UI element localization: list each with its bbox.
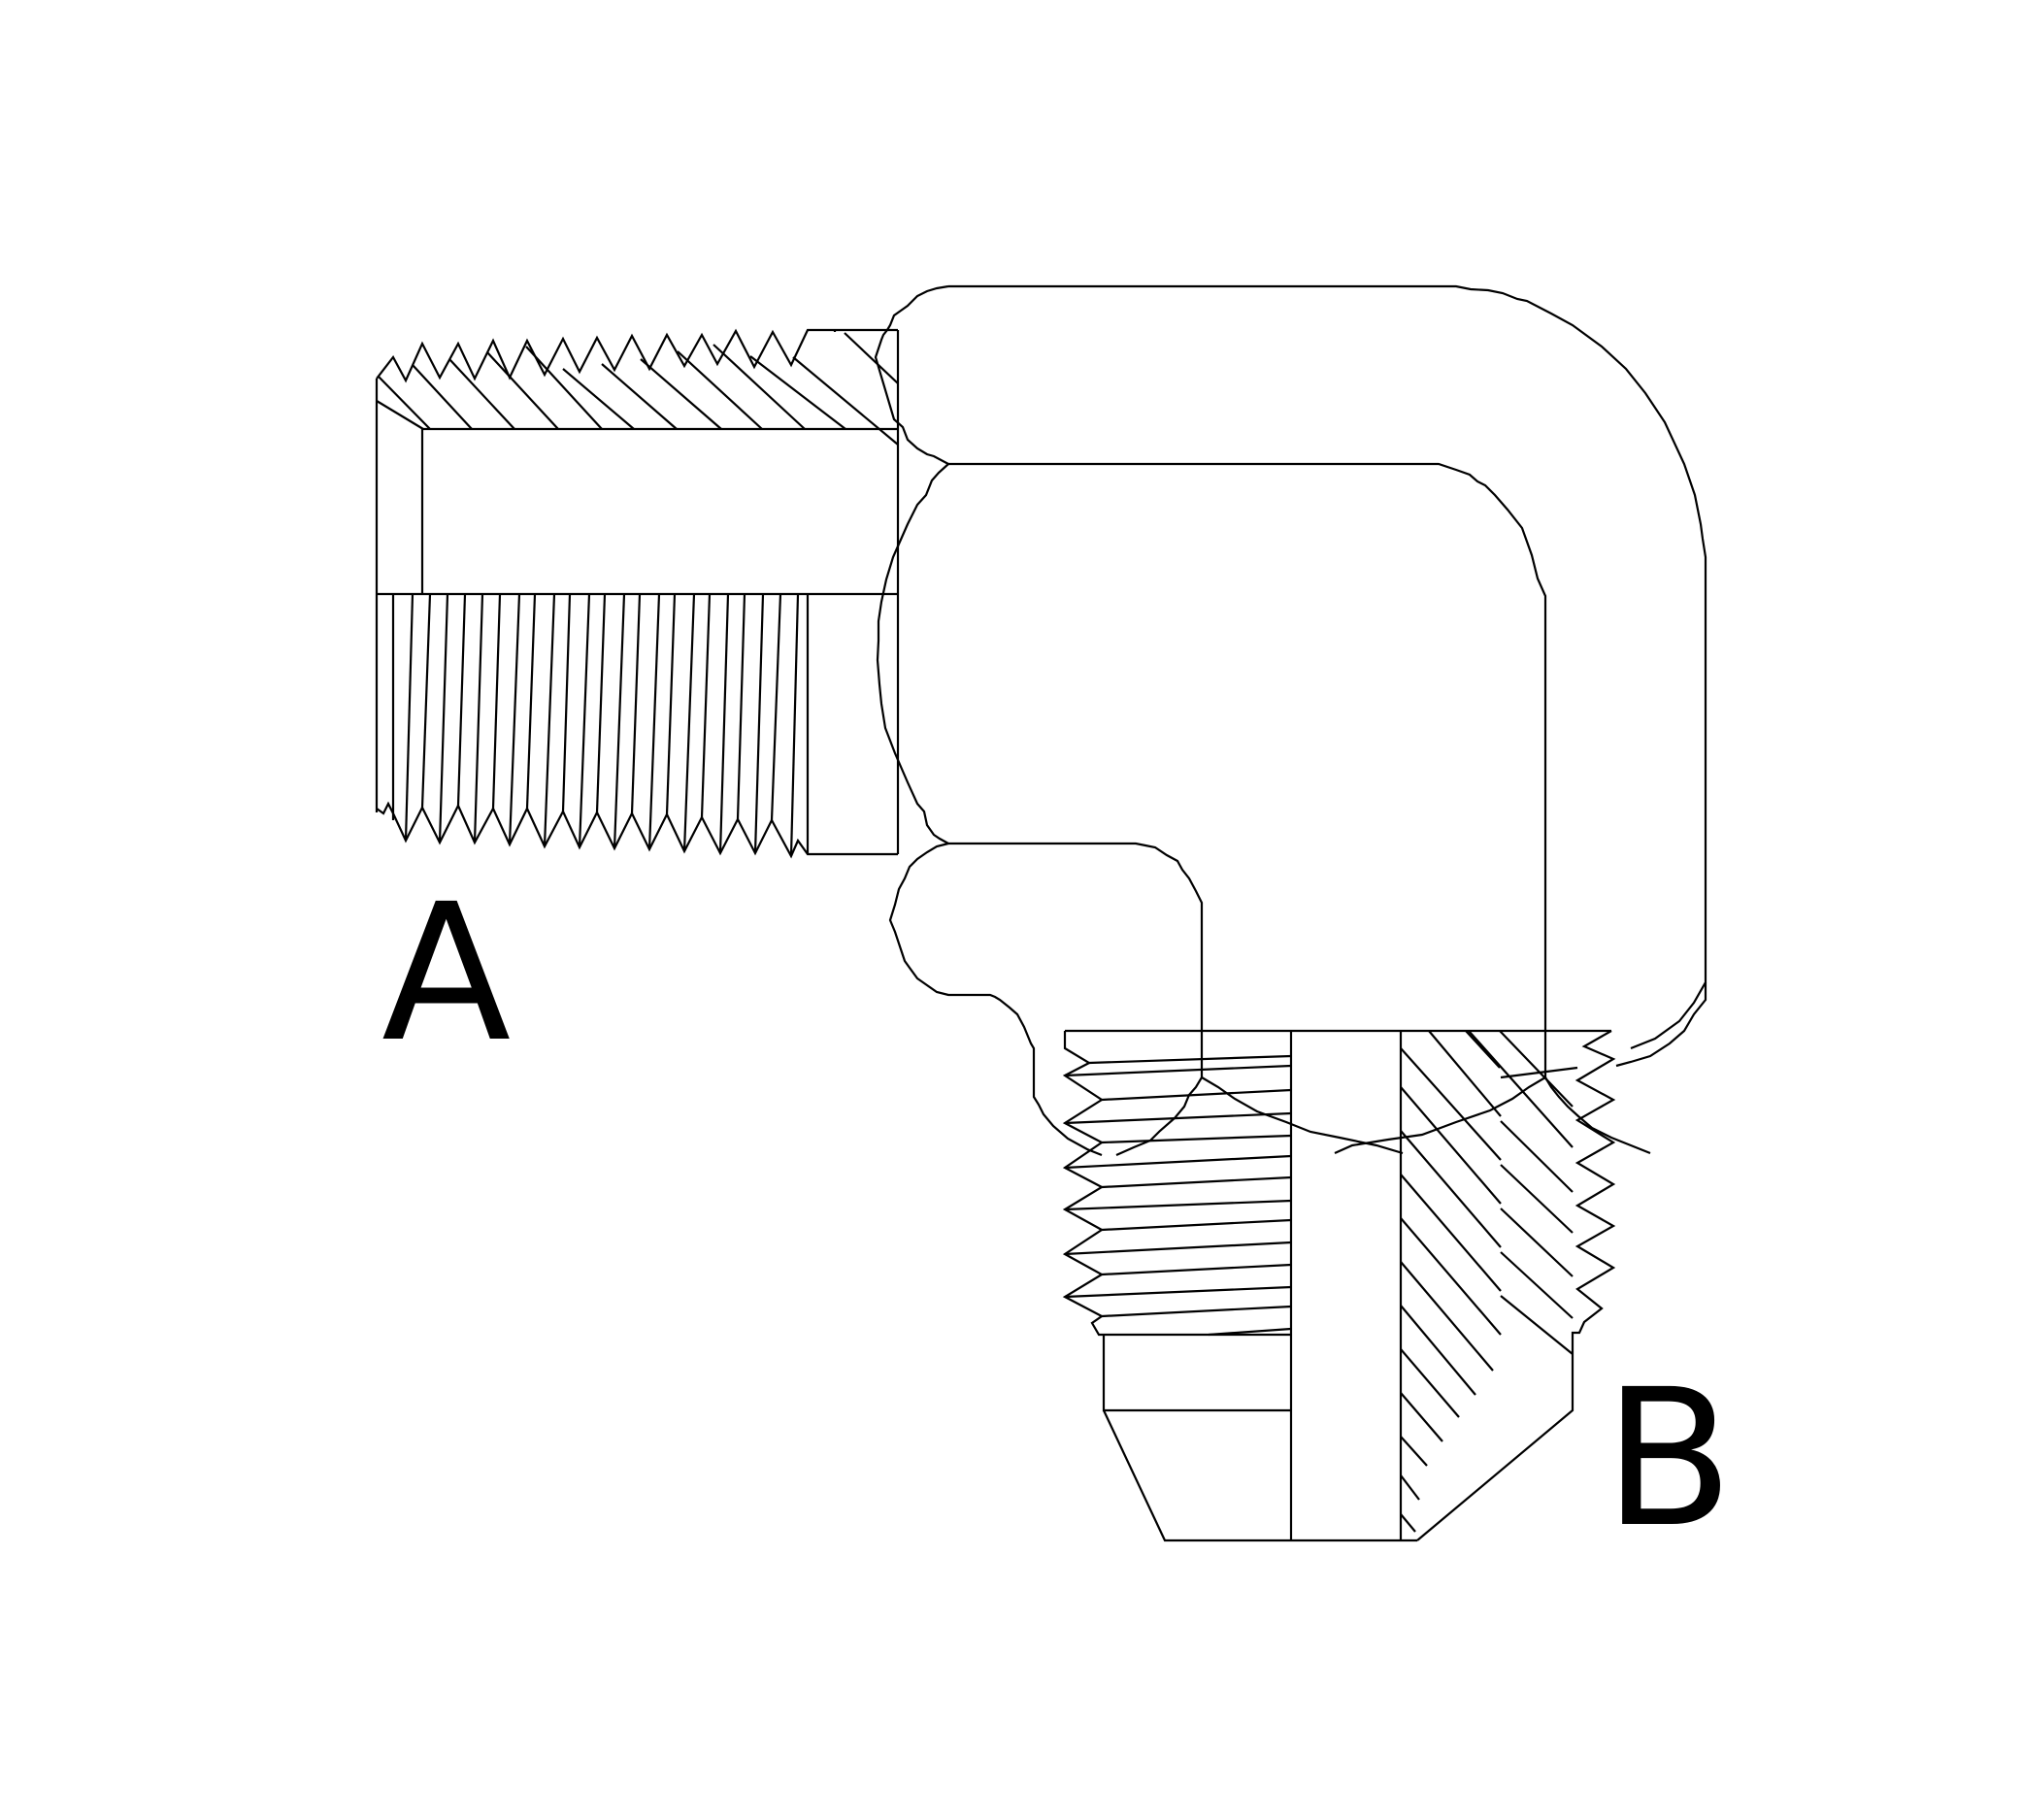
elbow-body	[874, 284, 1707, 1157]
port-a-label: A	[381, 863, 512, 1083]
port-a-thread	[375, 328, 900, 859]
port-b-thread	[1062, 1029, 1616, 1542]
port-b-label: B	[1604, 1348, 1734, 1569]
